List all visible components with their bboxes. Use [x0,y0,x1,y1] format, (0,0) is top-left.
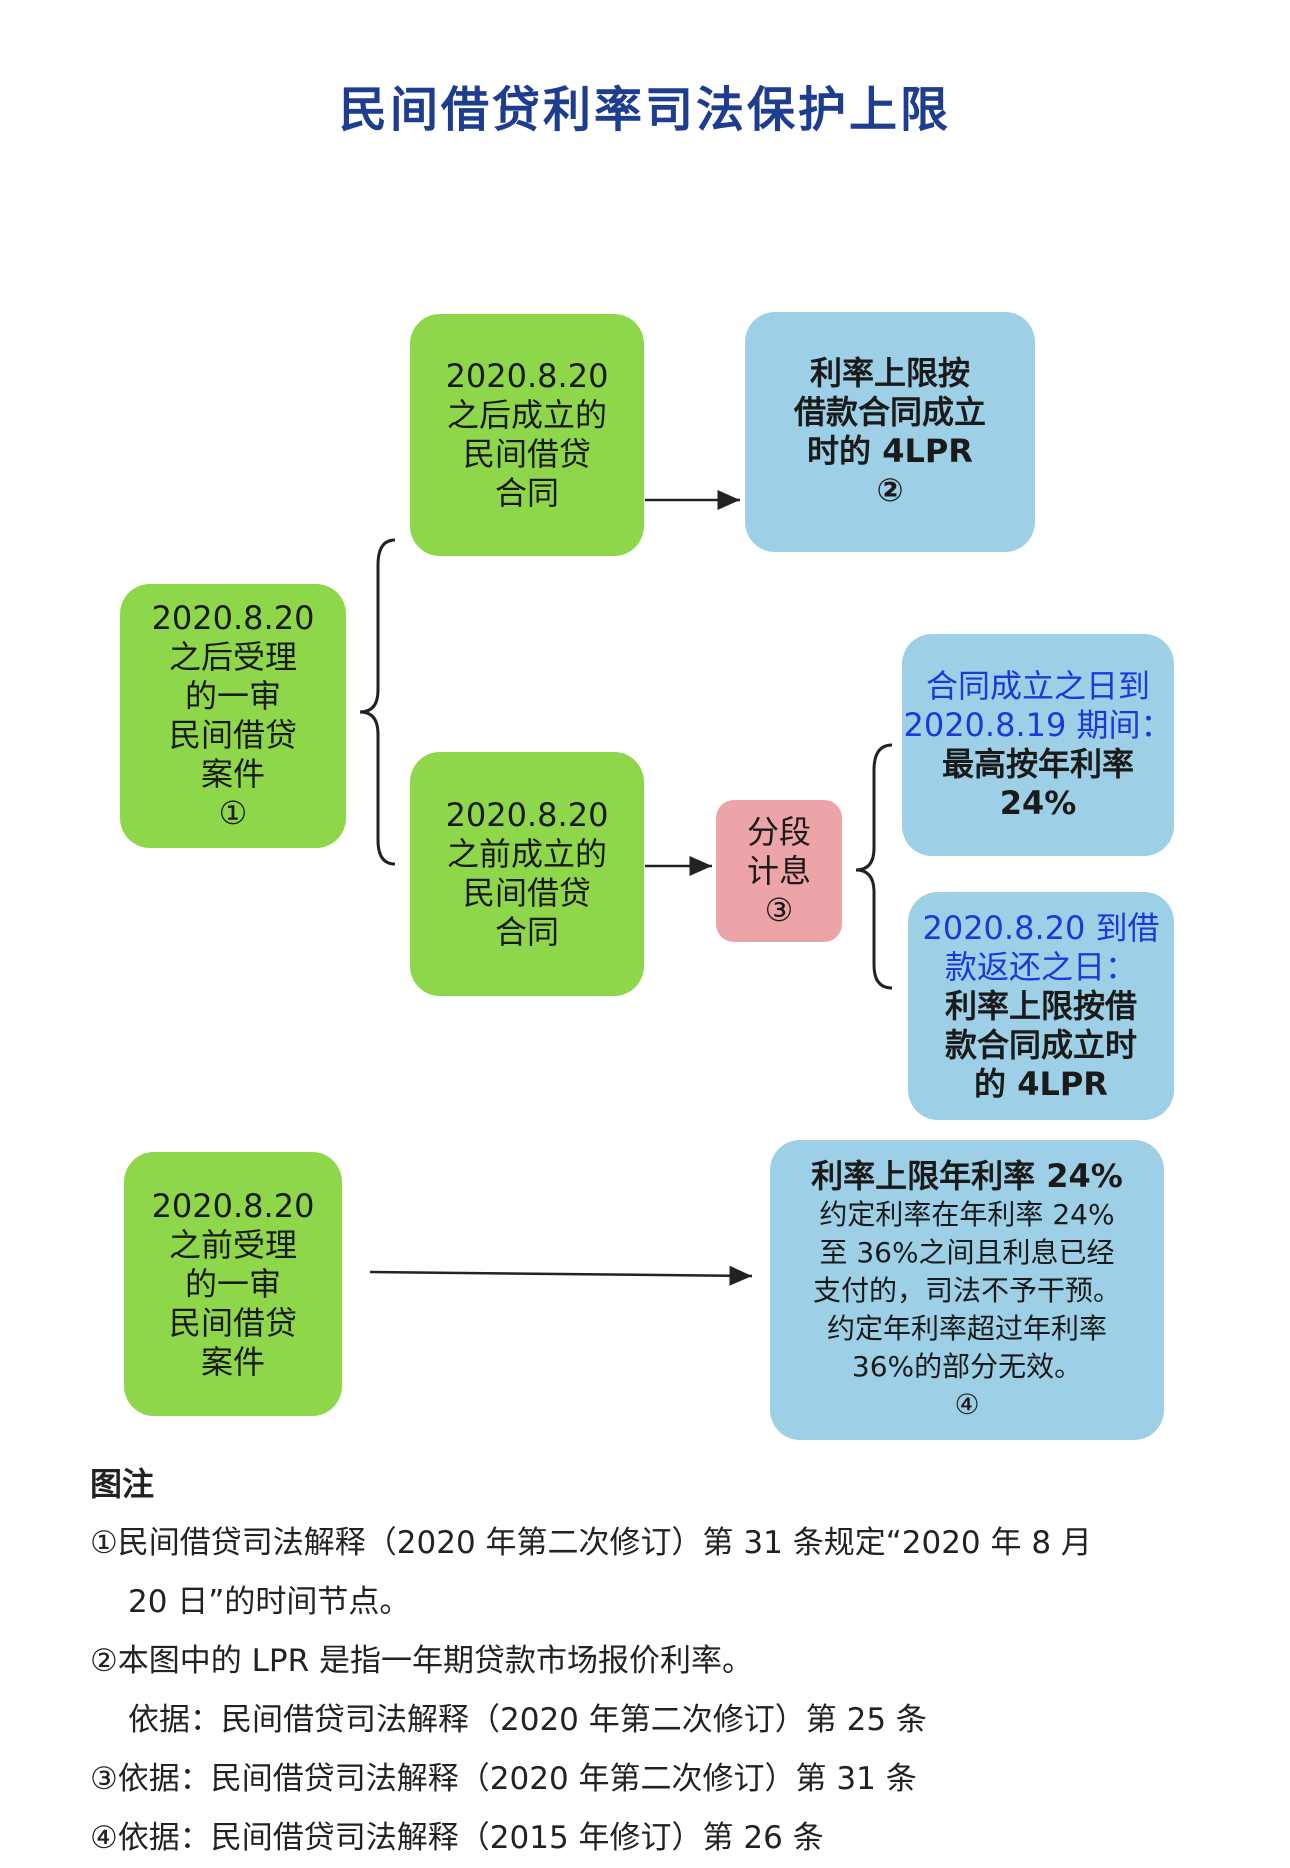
box-line: 民间借贷 [462,874,591,912]
note-item: ④依据：民间借贷司法解释（2015 年修订）第 26 条 [90,1820,824,1856]
box-line: 利率上限按 [809,354,970,392]
box-line: 约定年利率超过年利率 [826,1311,1107,1345]
box-line: 至 36%之间且利息已经 [819,1235,1115,1269]
box-line: 2020.8.20 到借 [922,908,1160,947]
box-line: ④ [954,1387,980,1421]
box-rate-cap-24: 利率上限年利率 24% 约定利率在年利率 24% 至 36%之间且利息已经 支付… [770,1140,1164,1440]
box-line: 约定利率在年利率 24% [819,1197,1115,1231]
box-line: 2020.8.20 [445,357,609,395]
box-line: 之前受理 [168,1225,297,1264]
box-line: 计息 [746,851,811,890]
box-line: 分段 [746,812,811,851]
box-line: 24% [999,784,1077,822]
box-line: 民间借贷 [168,1303,297,1342]
box-line: 之后成立的 [446,396,607,434]
note-item: 20 日”的时间节点。 [128,1584,411,1620]
box-line: 时的 4LPR [807,432,973,470]
box-segment-interest: 分段 计息 ③ [716,800,842,942]
box-line: 的 4LPR [974,1064,1108,1103]
box-line: 最高按年利率 [941,745,1134,783]
box-line: 案件 [200,755,265,793]
note-item: ①民间借贷司法解释（2020 年第二次修订）第 31 条规定“2020 年 8 … [90,1525,1092,1561]
box-before-contract: 2020.8.20 之前成立的 民间借贷 合同 [410,752,644,996]
note-item: ②本图中的 LPR 是指一年期贷款市场报价利率。 [90,1643,754,1679]
notes-heading: 图注 [90,1465,155,1503]
box-before-accept: 2020.8.20 之前受理 的一审 民间借贷 案件 [124,1152,342,1416]
box-line: 合同 [494,474,559,512]
box-line: 民间借贷 [168,716,297,754]
box-line: 利率上限按借 [944,986,1137,1025]
box-line: 款合同成立时 [944,1025,1137,1064]
arrow-to-rate-cap-24 [369,1265,753,1286]
box-line: 2020.8.19 期间： [903,706,1173,744]
box-line: 之前成立的 [446,835,607,873]
box-line: 民间借贷 [462,435,591,473]
box-heading: 利率上限年利率 24% [811,1156,1123,1195]
box-after-contract: 2020.8.20 之后成立的 民间借贷 合同 [410,314,644,556]
note-item: 依据：民间借贷司法解释（2020 年第二次修订）第 25 条 [128,1702,927,1738]
box-line: 款返还之日： [944,947,1137,986]
notes-section: 图注 ①民间借贷司法解释（2020 年第二次修订）第 31 条规定“2020 年… [90,1455,1240,1868]
box-line: 的一审 [184,677,281,715]
box-line: ① [218,794,248,832]
box-line: 借款合同成立 [793,393,986,431]
box-line: 支付的，司法不予干预。 [812,1273,1121,1307]
box-line: ② [876,471,904,509]
brace-left [359,538,396,866]
box-after-accept: 2020.8.20 之后受理 的一审 民间借贷 案件 ① [120,584,346,848]
box-line: 合同成立之日到 [925,667,1150,705]
box-line: 2020.8.20 [445,796,609,834]
note-item: ③依据：民间借贷司法解释（2020 年第二次修订）第 31 条 [90,1761,917,1797]
box-line: 案件 [200,1342,265,1381]
brace-right [855,743,893,990]
box-line: 合同 [494,913,559,951]
box-period-1: 合同成立之日到 2020.8.19 期间： 最高按年利率 24% [902,634,1174,856]
box-line: 2020.8.20 [151,599,315,637]
page-title: 民间借贷利率司法保护上限 [338,82,951,138]
box-line: 之后受理 [168,638,297,676]
box-line: 2020.8.20 [151,1186,315,1225]
box-line: ③ [764,890,794,929]
box-line: 36%的部分无效。 [851,1349,1083,1383]
box-rate-cap-4lpr: 利率上限按 借款合同成立 时的 4LPR ② [745,312,1035,552]
box-line: 的一审 [184,1264,281,1303]
box-period-2: 2020.8.20 到借 款返还之日： 利率上限按借 款合同成立时 的 4LPR [908,892,1174,1120]
